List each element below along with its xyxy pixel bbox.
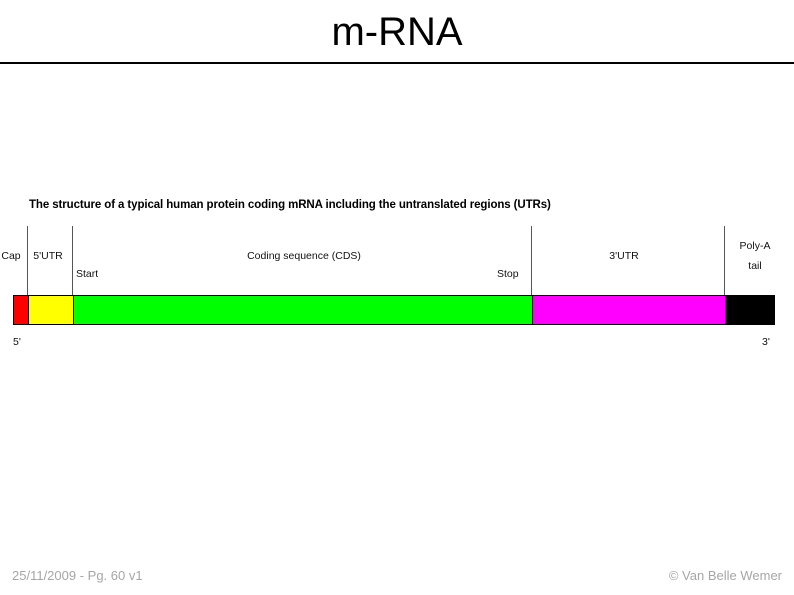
mrna-segment-divider-utr5 — [28, 296, 29, 324]
region-label-polya: Poly-A — [739, 240, 771, 252]
leader-line-polya-boundary — [724, 226, 725, 295]
footer-copyright: © Van Belle Wemer — [668, 568, 782, 583]
leader-line-start-codon — [72, 226, 73, 295]
mrna-segment-divider-polya — [725, 296, 726, 324]
end-label-five-prime: 5' — [13, 336, 21, 348]
mrna-segment-cds — [73, 296, 532, 324]
region-label-cap: Cap — [1, 250, 21, 262]
leader-line-stop-codon — [531, 226, 532, 295]
mrna-segment-divider-utr3 — [532, 296, 533, 324]
end-label-three-prime: 3' — [762, 336, 770, 348]
region-label-polya-tail: tail — [748, 260, 762, 272]
mrna-segment-cap — [14, 296, 28, 324]
mrna-structure-diagram: The structure of a typical human protein… — [0, 190, 794, 360]
mrna-segment-utr3 — [532, 296, 725, 324]
mrna-segment-utr5 — [28, 296, 73, 324]
leader-line-cap-utr5-boundary — [27, 226, 28, 295]
diagram-caption: The structure of a typical human protein… — [29, 199, 551, 211]
footer-date-page: 25/11/2009 - Pg. 60 v1 — [12, 568, 143, 583]
page-title: m-RNA — [331, 10, 463, 54]
region-label-utr5: 5'UTR — [33, 250, 63, 262]
mrna-segment-polya — [725, 296, 774, 324]
mrna-segment-divider-cds — [73, 296, 74, 324]
region-label-utr3: 3'UTR — [609, 250, 639, 262]
codon-label-stop: Stop — [497, 268, 519, 280]
region-label-cds: Coding sequence (CDS) — [247, 250, 361, 262]
codon-label-start: Start — [76, 268, 99, 280]
mrna-bar — [13, 295, 775, 325]
title-divider — [0, 62, 794, 64]
